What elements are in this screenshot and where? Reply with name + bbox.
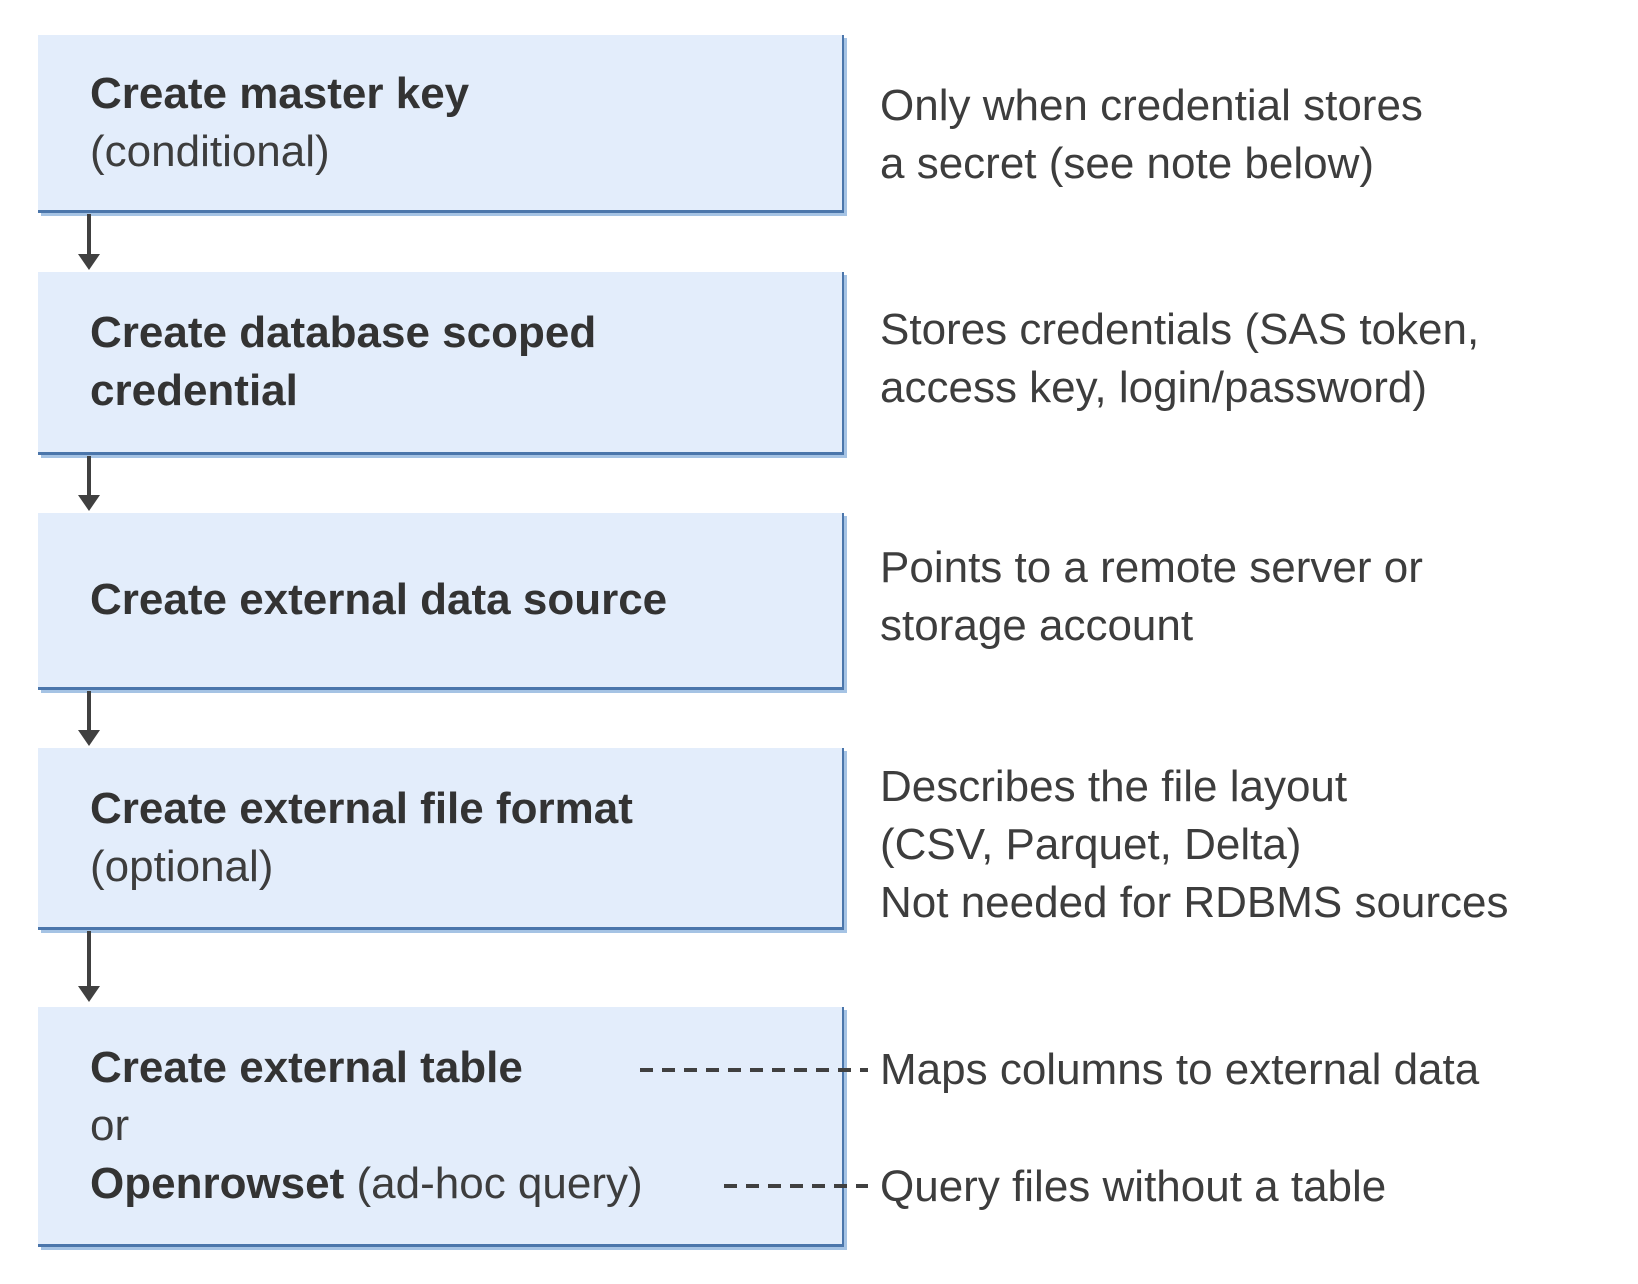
arrow-stem	[87, 214, 91, 256]
step-title: Create database scoped	[90, 308, 597, 357]
step-subtitle: (conditional)	[90, 126, 330, 176]
annotation-line: Describes the file layout	[880, 762, 1348, 811]
annotation-line: Points to a remote server or	[880, 543, 1423, 592]
arrow-stem	[87, 691, 91, 732]
arrow-stem	[87, 456, 91, 497]
annotation-external-file-format: Describes the file layout (CSV, Parquet,…	[880, 758, 1509, 932]
annotation-line: Only when credential stores	[880, 81, 1423, 130]
annotation-line: (CSV, Parquet, Delta)	[880, 820, 1302, 869]
step-title: Create master key	[90, 68, 470, 118]
arrow-down-icon	[77, 456, 101, 511]
arrow-stem	[87, 931, 91, 988]
step-or-word: or	[90, 1100, 130, 1150]
step-title: Create external data source	[90, 575, 668, 624]
arrow-head	[78, 986, 100, 1002]
openrowset-qualifier: (ad-hoc query)	[344, 1158, 643, 1208]
annotation-external-table: Maps columns to external data	[880, 1041, 1479, 1099]
flow-box-master-key: Create master key (conditional)	[38, 35, 844, 213]
openrowset-label: Openrowset	[90, 1158, 345, 1208]
annotation-database-scoped-credential: Stores credentials (SAS token, access ke…	[880, 301, 1479, 417]
dashed-connector-line	[640, 1068, 868, 1072]
step-title: Create external file format	[90, 783, 633, 833]
step-option-external-table: Create external table	[90, 1042, 523, 1092]
annotation-line: Query files without a table	[880, 1162, 1387, 1211]
dashed-connector-line	[724, 1184, 868, 1188]
step-title: credential	[90, 366, 298, 415]
annotation-line: storage account	[880, 601, 1194, 650]
annotation-line: Stores credentials (SAS token,	[880, 305, 1480, 354]
arrow-down-icon	[77, 931, 101, 1002]
flow-box-external-file-format: Create external file format (optional)	[38, 748, 844, 930]
step-option-openrowset: Openrowset (ad-hoc query)	[90, 1155, 842, 1213]
annotation-line: access key, login/password)	[880, 363, 1427, 412]
annotation-line: Maps columns to external data	[880, 1045, 1480, 1094]
annotation-master-key: Only when credential stores a secret (se…	[880, 77, 1423, 193]
step-subtitle: (optional)	[90, 841, 274, 891]
flow-box-external-data-source: Create external data source	[38, 513, 844, 690]
annotation-openrowset: Query files without a table	[880, 1158, 1386, 1216]
annotation-line: Not needed for RDBMS sources	[880, 878, 1509, 927]
arrow-down-icon	[77, 214, 101, 270]
arrow-head	[78, 254, 100, 270]
arrow-head	[78, 730, 100, 746]
flow-box-database-scoped-credential: Create database scoped credential	[38, 272, 844, 455]
annotation-external-data-source: Points to a remote server or storage acc…	[880, 539, 1423, 655]
arrow-down-icon	[77, 691, 101, 746]
annotation-line: a secret (see note below)	[880, 139, 1375, 188]
arrow-head	[78, 495, 100, 511]
flow-box-external-table-openrowset: Create external table or Openrowset (ad-…	[38, 1007, 844, 1247]
